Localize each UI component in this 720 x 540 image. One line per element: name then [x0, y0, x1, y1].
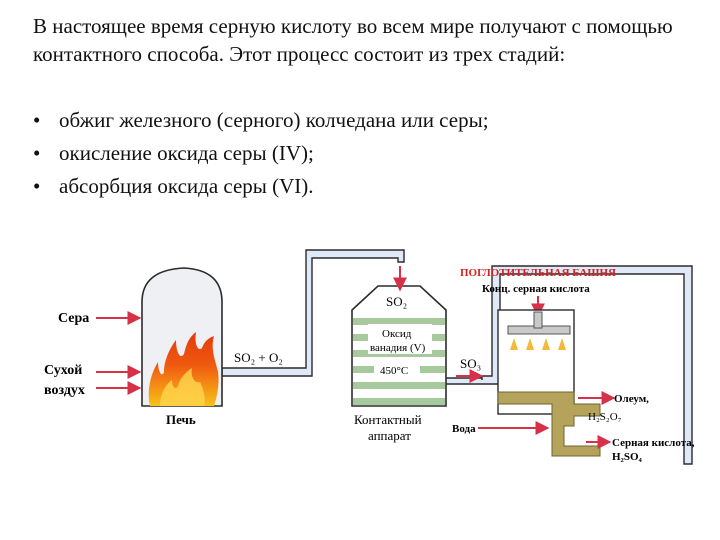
- list-item: • абсорбция оксида серы (VI).: [33, 170, 489, 203]
- catalyst-label-1: Оксид: [382, 328, 412, 340]
- reactor-label-2: аппарат: [368, 428, 411, 443]
- tower-input-label: Конц. серная кислота: [482, 283, 590, 295]
- stage-list: • обжиг железного (серного) колчедана или…: [33, 104, 489, 203]
- liquid-outlet: [497, 391, 601, 457]
- reactor-so2-label: SO₂: [386, 294, 407, 309]
- air-label-2: воздух: [44, 383, 85, 398]
- gas-mixture-label: SO₂ + O₂: [234, 350, 283, 365]
- temperature-label: 450°C: [380, 365, 408, 377]
- catalyst-label-2: ванадия (V): [370, 342, 426, 354]
- bullet-icon: •: [33, 141, 41, 165]
- oleum-label-2: H₂S₂O₇: [588, 411, 622, 423]
- gas-pipe: [221, 249, 405, 377]
- stage-text: окисление оксида серы (IV);: [59, 141, 314, 165]
- spray-drops: [510, 338, 566, 350]
- furnace-label: Печь: [166, 412, 196, 427]
- reactor-label-1: Контактный: [354, 412, 422, 427]
- sulfur-label: Сера: [58, 311, 89, 326]
- temperature-label-bg: [374, 362, 420, 376]
- sprayer-pipe: [533, 311, 543, 329]
- bullet-icon: •: [33, 174, 41, 198]
- intro-paragraph: В настоящее время серную кислоту во всем…: [33, 14, 673, 66]
- acid-label-2: H₂SO₄: [612, 451, 643, 463]
- bullet-icon: •: [33, 108, 41, 132]
- water-label: Вода: [452, 423, 476, 435]
- stage-text: обжиг железного (серного) колчедана или …: [59, 108, 489, 132]
- stage-text: абсорбция оксида серы (VI).: [59, 174, 314, 198]
- list-item: • окисление оксида серы (IV);: [33, 137, 489, 170]
- tower-title: ПОГЛОТИТЕЛЬНАЯ БАШНЯ: [460, 267, 616, 279]
- catalyst-label-bg: [368, 324, 432, 354]
- oleum-label-1: Олеум,: [614, 393, 649, 405]
- flame-inner: [160, 368, 205, 406]
- so3-label: SO₃: [460, 356, 481, 371]
- list-item: • обжиг железного (серного) колчедана или…: [33, 104, 489, 137]
- air-label-1: Сухой: [44, 363, 82, 378]
- acid-label-1: Серная кислота,: [612, 437, 695, 449]
